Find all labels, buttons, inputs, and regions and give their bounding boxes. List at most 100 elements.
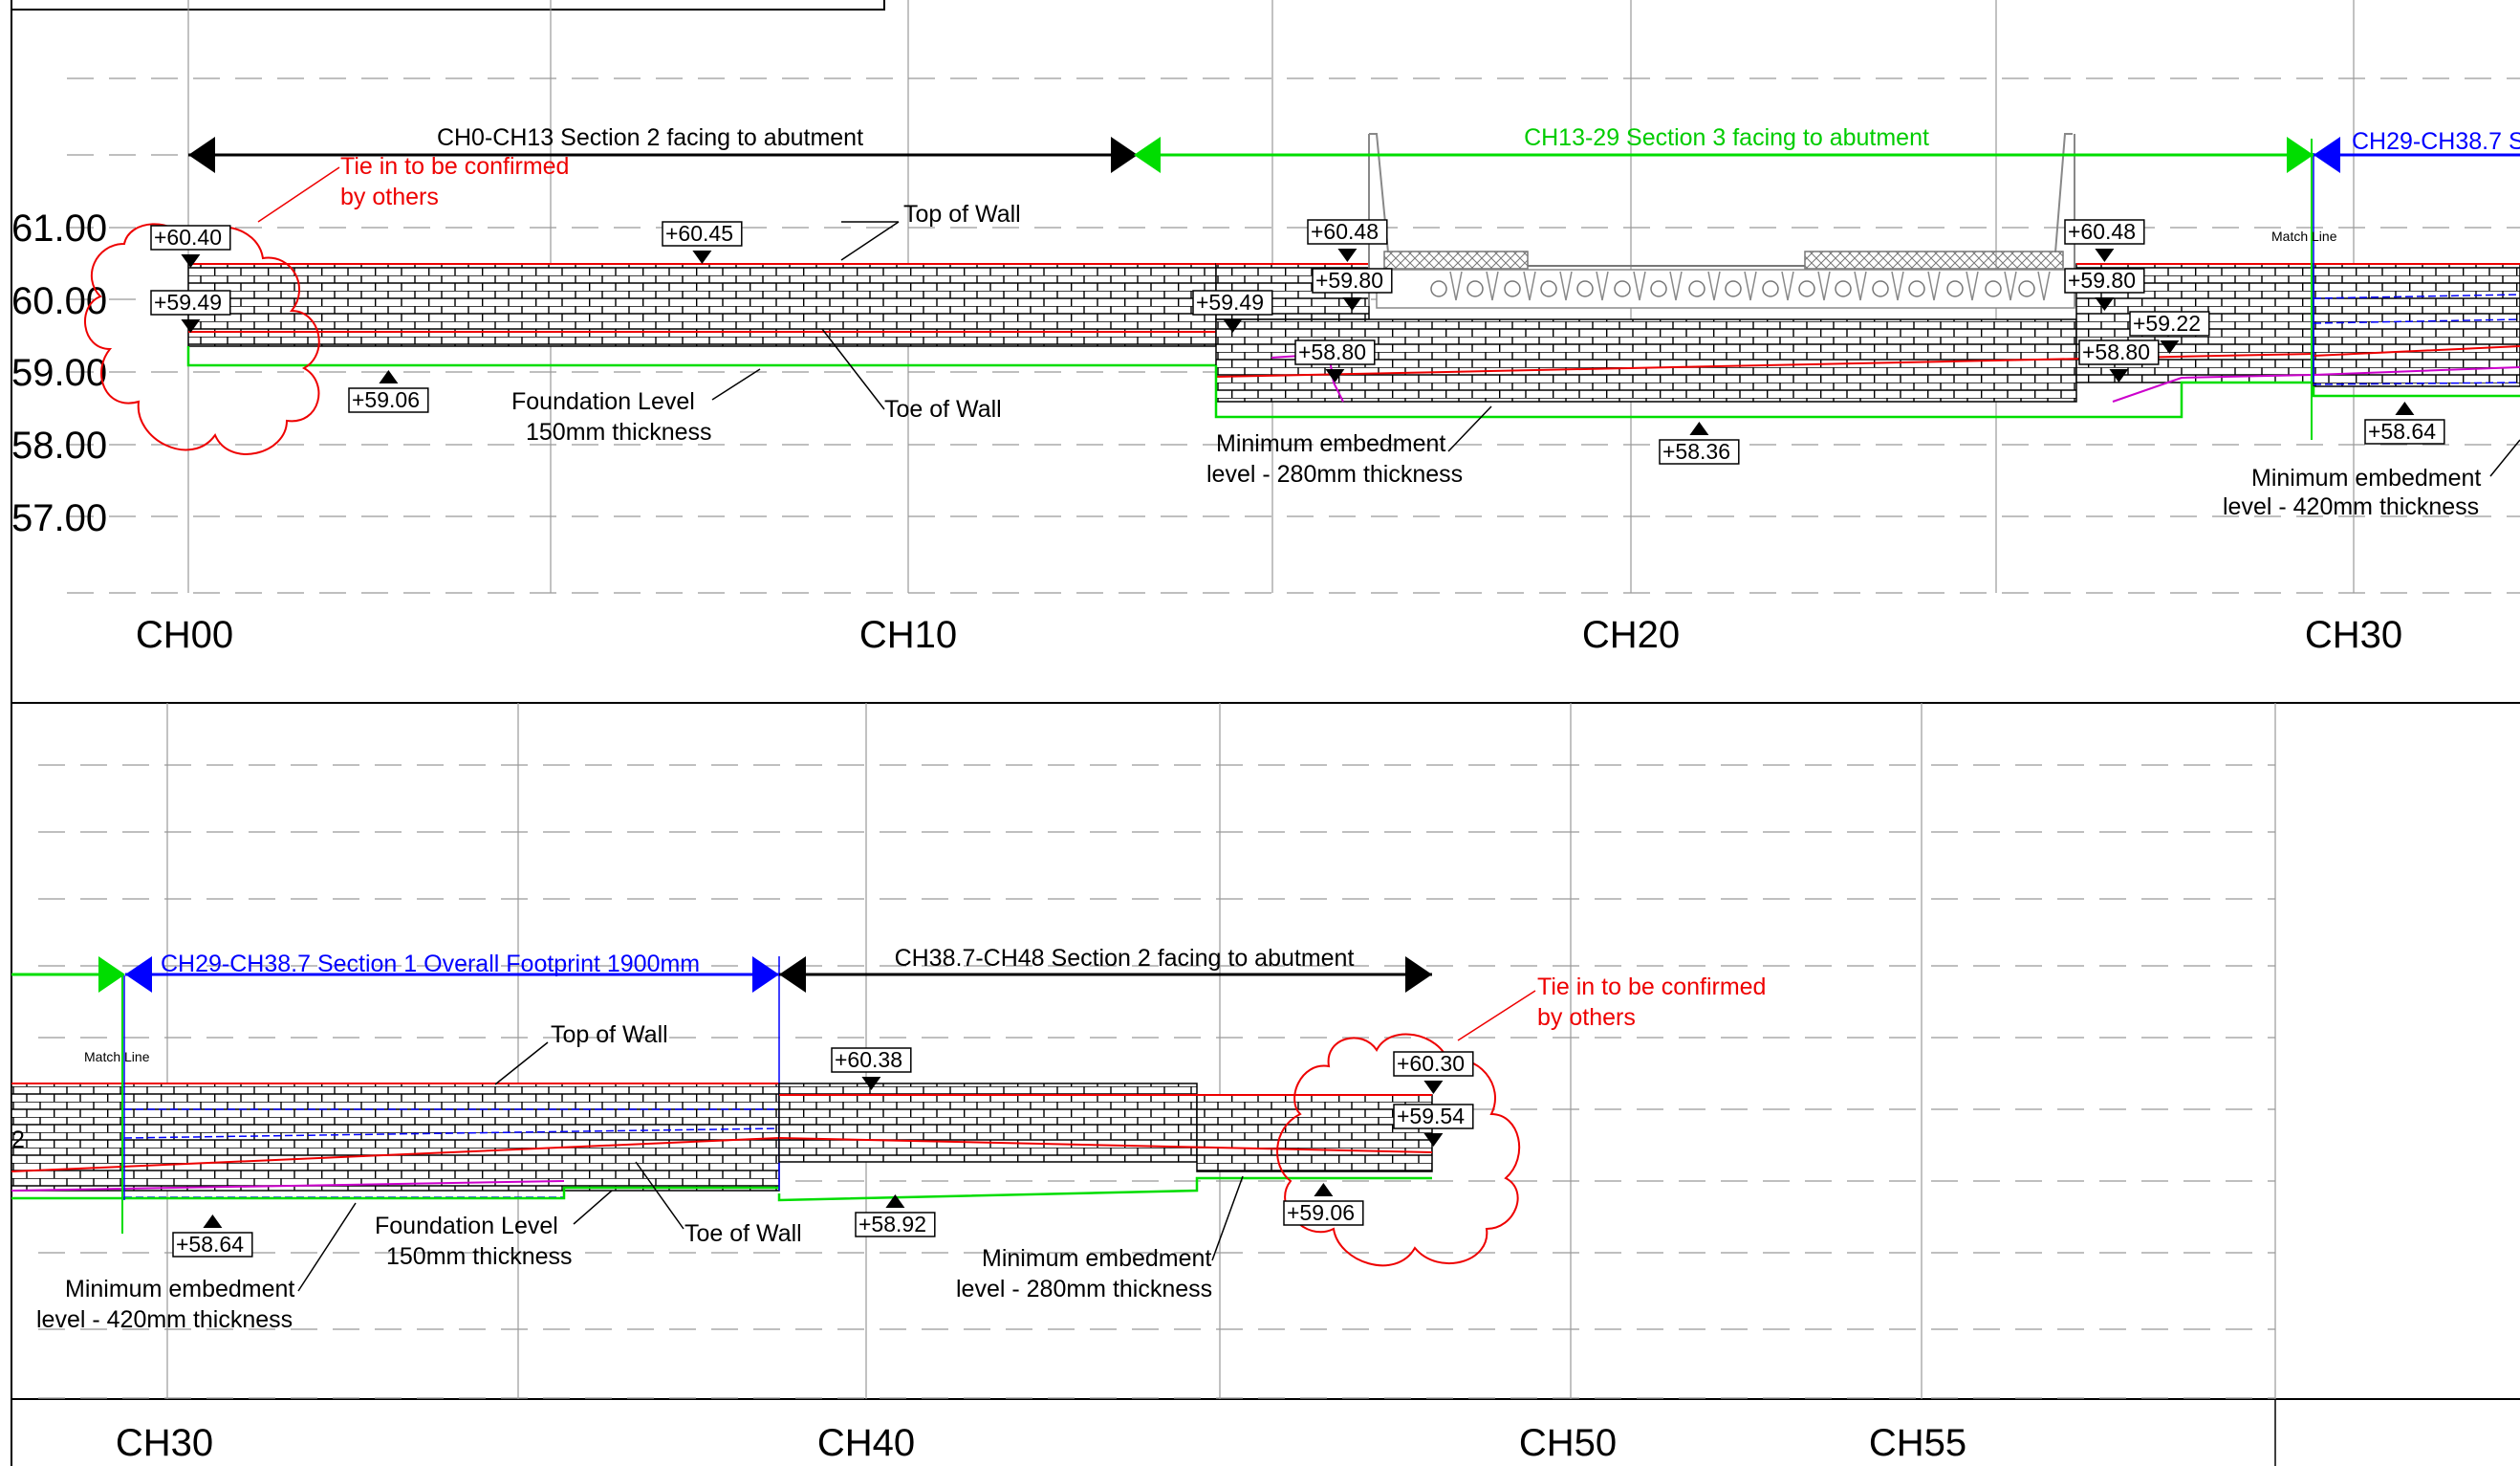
revision-cloud: [1276, 1033, 1521, 1267]
deck-void: [1540, 280, 1557, 297]
tie-in-note: by others: [1537, 1004, 1636, 1031]
deck-void: [2018, 280, 2035, 297]
deck-beam: [1927, 271, 1941, 301]
section-1-label-partial: CH29-CH38.7 S: [2352, 128, 2520, 155]
level-value: +60.48: [2068, 219, 2136, 244]
level-tag: +58.80: [2078, 339, 2160, 383]
deck-beam: [1486, 271, 1499, 301]
elevation-label: 58.00: [11, 425, 107, 467]
level-tag: +58.36: [1659, 422, 1740, 465]
level-value: +60.40: [154, 225, 222, 250]
deck-beam: [1744, 271, 1757, 301]
level-tag: +60.48: [2064, 219, 2145, 262]
level-value: +60.38: [835, 1047, 902, 1072]
level-tag: +59.49: [1192, 290, 1273, 333]
level-tag: +59.54: [1393, 1104, 1474, 1147]
foundation-note: 150mm thickness: [526, 419, 712, 446]
level-tag: +59.06: [348, 370, 429, 413]
chainage-label: CH40: [817, 1422, 915, 1464]
embedment-280-note: level - 280mm thickness: [956, 1276, 1212, 1302]
top-level-tags: +60.40+59.49+59.06+60.45+59.49+60.48+59.…: [150, 219, 2445, 465]
top-wall-section-1-stub: [2311, 139, 2520, 440]
deck-void: [1430, 280, 1447, 297]
elevation-label: 59.00: [11, 352, 107, 394]
tie-in-note: by others: [340, 184, 439, 210]
level-value: +59.80: [1315, 268, 1383, 293]
deck-void: [1614, 280, 1631, 297]
top-wall-section-2: [186, 263, 1217, 367]
deck-beam: [1449, 271, 1463, 301]
level-tag: +60.40: [150, 225, 231, 268]
embedment-280-note: Minimum embedment: [1216, 430, 1445, 457]
elevation-axis: 61.00 60.00 59.00 58.00 57.00: [11, 208, 107, 539]
top-section-dimensions: CH0-CH13 Section 2 facing to abutment CH…: [188, 124, 2520, 173]
deck-void: [1650, 280, 1667, 297]
level-tag: +59.22: [2129, 311, 2210, 354]
top-of-wall-note: Top of Wall: [903, 201, 1021, 228]
chainage-label: CH00: [136, 614, 233, 656]
top-annotations: Top of Wall Toe of Wall Foundation Level…: [511, 201, 2520, 520]
level-tag: +60.38: [831, 1047, 912, 1090]
deck-void: [1872, 280, 1889, 297]
deck-void: [1762, 280, 1779, 297]
chainage-label: CH10: [859, 614, 957, 656]
bottom-annotations: Top of Wall Toe of Wall Foundation Level…: [11, 1021, 1244, 1333]
level-tag: +58.64: [172, 1214, 253, 1258]
level-value: +60.48: [1311, 219, 1379, 244]
section-3-label: CH13-29 Section 3 facing to abutment: [1524, 124, 1929, 151]
match-line-note: Match Line: [2271, 229, 2337, 244]
level-value: +58.64: [2368, 419, 2436, 444]
elevation-label: 61.00: [11, 208, 107, 250]
bottom-section-dimensions: CH29-CH38.7 Section 1 Overall Footprint …: [11, 945, 1432, 993]
toe-of-wall-note: Toe of Wall: [884, 396, 1002, 423]
deck-beam: [1523, 271, 1536, 301]
level-value: +60.30: [1397, 1051, 1465, 1076]
bridge-deck-section: [1368, 133, 2075, 309]
deck-beam: [1966, 271, 1979, 301]
deck-void: [1725, 280, 1742, 297]
deck-void: [1576, 280, 1594, 297]
level-value: +59.06: [352, 387, 420, 412]
top-of-wall-note: Top of Wall: [551, 1021, 668, 1048]
revision-cloud: [84, 223, 320, 455]
section-2-label: CH0-CH13 Section 2 facing to abutment: [437, 124, 863, 151]
level-value: +59.22: [2133, 311, 2201, 336]
deck-void: [1688, 280, 1705, 297]
level-value: +58.92: [858, 1212, 926, 1236]
sheet-frame: [11, 0, 2520, 1466]
level-value: +59.49: [1196, 290, 1264, 315]
level-value: +59.49: [154, 290, 222, 315]
toe-of-wall-note: Toe of Wall: [684, 1220, 802, 1247]
deck-beam: [1817, 271, 1831, 301]
foundation-note: Foundation Level: [511, 388, 695, 415]
embedment-420-note: Minimum embedment: [2251, 465, 2481, 492]
chainage-label: CH30: [116, 1422, 213, 1464]
level-value: +59.54: [1397, 1104, 1465, 1128]
deck-beam: [2037, 271, 2051, 301]
deck-void: [1908, 280, 1925, 297]
embedment-420-note: level - 420mm thickness: [36, 1306, 293, 1333]
level-value: +58.80: [1298, 339, 1366, 364]
tie-in-leader: [257, 166, 340, 223]
edge-mark: 2: [11, 1127, 25, 1153]
level-tag: +59.06: [1283, 1183, 1364, 1226]
foundation-note: Foundation Level: [375, 1213, 558, 1239]
tie-in-leader: [1457, 990, 1536, 1041]
section-2-label: CH38.7-CH48 Section 2 facing to abutment: [895, 945, 1355, 972]
level-value: +58.36: [1662, 439, 1730, 464]
bottom-wall-section-2: [777, 1083, 1433, 1202]
deck-void: [1466, 280, 1484, 297]
bottom-wall-section-1: [11, 956, 780, 1234]
tie-in-note: Tie in to be confirmed: [1537, 974, 1766, 1000]
match-line-note: Match Line: [84, 1049, 150, 1064]
level-value: +58.80: [2082, 339, 2150, 364]
embedment-280-note: level - 280mm thickness: [1206, 461, 1463, 488]
level-tag: +59.80: [2064, 268, 2145, 311]
chainage-label: CH55: [1869, 1422, 1966, 1464]
tie-in-note: Tie in to be confirmed: [340, 153, 569, 180]
section-1-label: CH29-CH38.7 Section 1 Overall Footprint …: [161, 951, 700, 977]
deck-beam: [1669, 271, 1683, 301]
embedment-420-note: Minimum embedment: [65, 1276, 294, 1302]
deck-beam: [2004, 271, 2017, 301]
